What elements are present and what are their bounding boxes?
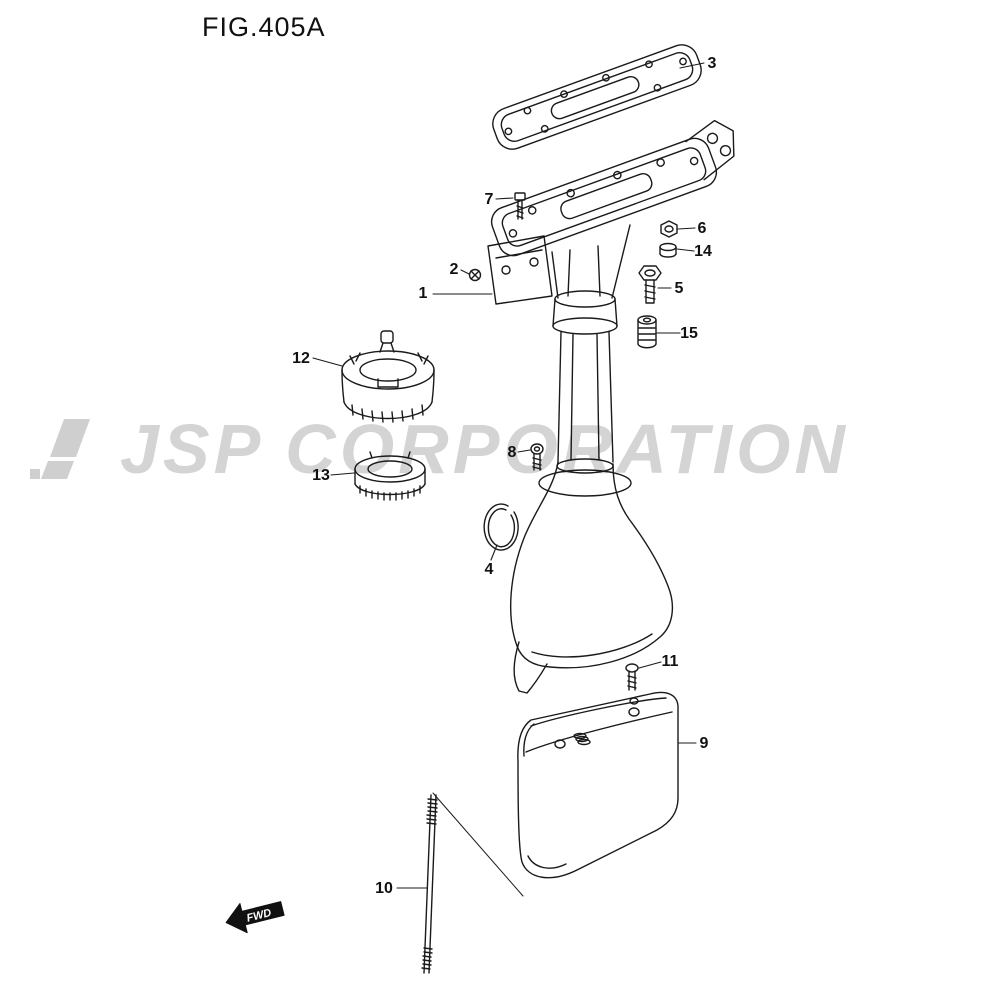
figure-title: FIG.405A <box>202 12 326 42</box>
part-label-3: 3 <box>707 55 717 72</box>
shift-rod-drawing <box>421 792 524 974</box>
leader-line-11 <box>638 661 662 669</box>
lower-cover-drawing <box>517 691 679 879</box>
part-label-11: 11 <box>661 653 679 670</box>
leader-line-3 <box>679 62 705 69</box>
part-label-5: 5 <box>674 280 684 297</box>
gasket-drawing <box>492 44 702 150</box>
bushing-drawing <box>341 330 435 423</box>
oil-seal-drawing <box>354 451 426 501</box>
bolt-7-drawing <box>514 192 526 220</box>
grommet-15-drawing <box>637 315 657 349</box>
part-label-9: 9 <box>699 735 709 752</box>
part-label-4: 4 <box>484 561 494 578</box>
part-label-14: 14 <box>694 243 712 260</box>
part-label-8: 8 <box>507 444 517 461</box>
part-label-12: 12 <box>292 350 310 367</box>
leader-line-6 <box>677 227 696 230</box>
washer-14-drawing <box>659 242 677 258</box>
part-label-7: 7 <box>484 191 494 208</box>
bolt-5-drawing <box>638 265 662 304</box>
fwd-arrow: FWD <box>225 901 285 934</box>
part-label-1: 1 <box>418 285 428 302</box>
part-label-6: 6 <box>697 220 707 237</box>
fwd-arrow-label: FWD <box>245 907 272 925</box>
leader-lines <box>312 62 705 889</box>
bolt-8-drawing <box>530 443 544 471</box>
leader-line-4 <box>490 544 498 561</box>
leader-line-8 <box>517 449 531 453</box>
driveshaft-housing-drawing <box>487 224 674 694</box>
leader-line-12 <box>312 357 343 367</box>
nut-6-drawing <box>660 220 678 238</box>
part-label-13: 13 <box>312 467 330 484</box>
part-label-10: 10 <box>375 880 393 897</box>
leader-line-2 <box>460 269 470 275</box>
circlip-drawing <box>483 503 519 551</box>
upper-housing-plate-drawing <box>490 119 735 257</box>
leader-line-14 <box>676 248 695 252</box>
leader-line-7 <box>495 197 514 200</box>
bolt-11-drawing <box>625 663 639 691</box>
screw-2-drawing <box>468 268 482 282</box>
leader-line-13 <box>330 472 355 476</box>
part-label-15: 15 <box>680 325 698 342</box>
part-label-2: 2 <box>449 261 459 278</box>
